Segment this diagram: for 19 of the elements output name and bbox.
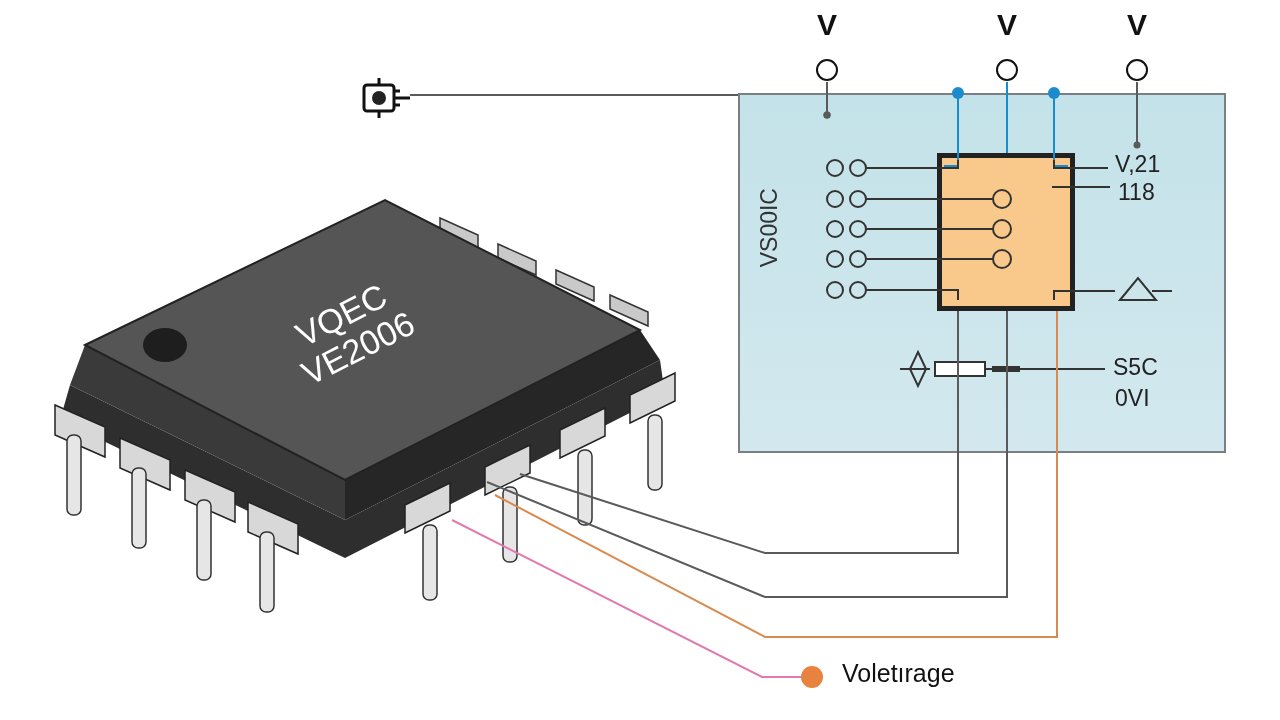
connector-line <box>1132 81 1142 150</box>
pin-label: S5C <box>1113 355 1158 381</box>
connector-line <box>486 310 1008 598</box>
pin-label: V,21 <box>1115 152 1161 178</box>
terminal-label: V <box>996 8 1018 41</box>
panel-title: VS00IC <box>757 187 783 270</box>
voltage-label: Voletırage <box>842 660 955 688</box>
pin-label: 0VI <box>1115 386 1150 412</box>
ic-package-box <box>937 153 1075 311</box>
terminal-label: V <box>1126 8 1148 41</box>
connector-line <box>494 310 1058 638</box>
connector-line <box>519 310 959 554</box>
connector-line <box>451 519 802 678</box>
connector-line <box>1006 81 1008 154</box>
schematic-panel <box>738 93 1226 453</box>
connector-line <box>409 94 739 96</box>
terminal-label: V <box>816 8 838 41</box>
connector-line <box>822 81 832 120</box>
pin-label: 118 <box>1118 180 1155 206</box>
